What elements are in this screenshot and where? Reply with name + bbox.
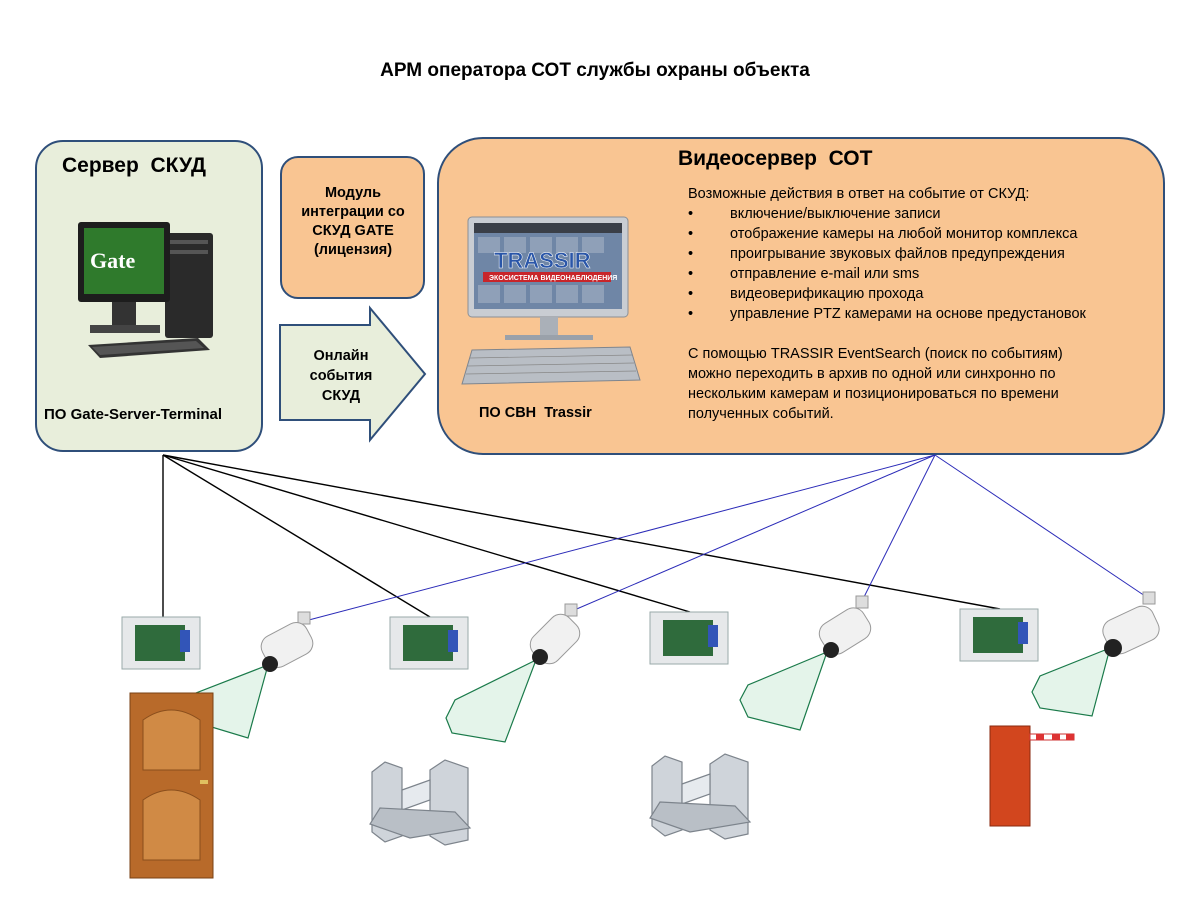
actions-heading: Возможные действия в ответ на событие от… — [688, 186, 1030, 202]
events-line: СКУД — [321, 388, 361, 404]
trassir-logo: TRASSIR — [494, 248, 591, 273]
action-item: проигрывание звуковых файлов предупрежде… — [688, 244, 1158, 264]
acs-server-title: Сервер СКУД — [62, 154, 206, 177]
video-connection-lines — [304, 454, 1149, 622]
eventsearch-line: можно переходить в архив по одной или си… — [688, 366, 1056, 382]
controller-3 — [649, 611, 729, 665]
page-title: АРМ оператора СОТ службы охраны объекта — [380, 60, 810, 81]
events-line: события — [309, 368, 373, 384]
controller-2 — [389, 616, 469, 670]
module-line: СКУД GATE — [312, 223, 394, 239]
door-icon — [129, 692, 214, 879]
integration-module-box — [280, 156, 425, 299]
turnstile-1 — [369, 759, 472, 846]
action-item: отображение камеры на любой монитор комп… — [688, 224, 1158, 244]
eventsearch-line: нескольким камерам и позиционироваться п… — [688, 386, 1059, 402]
integration-module-label: Модуль интеграции со СКУД GATE (лицензия… — [284, 184, 422, 260]
action-item: видеоверификацию прохода — [688, 284, 1158, 304]
eventsearch-line: С помощью TRASSIR EventSearch (поиск по … — [688, 346, 1063, 362]
action-item: управление PTZ камерами на основе предус… — [688, 304, 1158, 324]
action-item: включение/выключение записи — [688, 204, 1158, 224]
events-arrow-label: Онлайн события СКУД — [282, 346, 400, 406]
trassir-banner: ЭКОСИСТЕМА ВИДЕОНАБЛЮДЕНИЯ — [489, 275, 617, 282]
turnstile-2 — [649, 753, 752, 840]
actions-list: включение/выключение записи отображение … — [688, 204, 1158, 324]
server-pc-icon: Gate — [78, 222, 213, 358]
barrier-icon — [989, 725, 1075, 827]
camera-3 — [739, 595, 872, 731]
controller-4 — [959, 608, 1039, 662]
events-line: Онлайн — [313, 348, 369, 364]
module-line: (лицензия) — [313, 242, 393, 258]
module-line: Модуль — [324, 185, 382, 201]
video-server-software: ПО СВН Trassir — [479, 405, 592, 421]
camera-2 — [445, 603, 581, 743]
module-line: интеграции со — [301, 204, 405, 220]
controller-1 — [121, 616, 201, 670]
camera-4 — [1031, 591, 1160, 717]
action-item: отправление e-mail или sms — [688, 264, 1158, 284]
trassir-monitor-icon: TRASSIR ЭКОСИСТЕМА ВИДЕОНАБЛЮДЕНИЯ — [461, 216, 641, 385]
eventsearch-line: полученных событий. — [688, 406, 834, 422]
acs-connection-lines — [162, 454, 1001, 618]
video-server-title: Видеосервер СОТ — [678, 147, 873, 170]
eventsearch-description: С помощью TRASSIR EventSearch (поиск по … — [688, 344, 1158, 424]
actions-block: Возможные действия в ответ на событие от… — [688, 184, 1158, 324]
gate-logo: Gate — [90, 248, 135, 273]
acs-server-software: ПО Gate-Server-Terminal — [44, 406, 223, 423]
events-arrow — [279, 305, 427, 443]
